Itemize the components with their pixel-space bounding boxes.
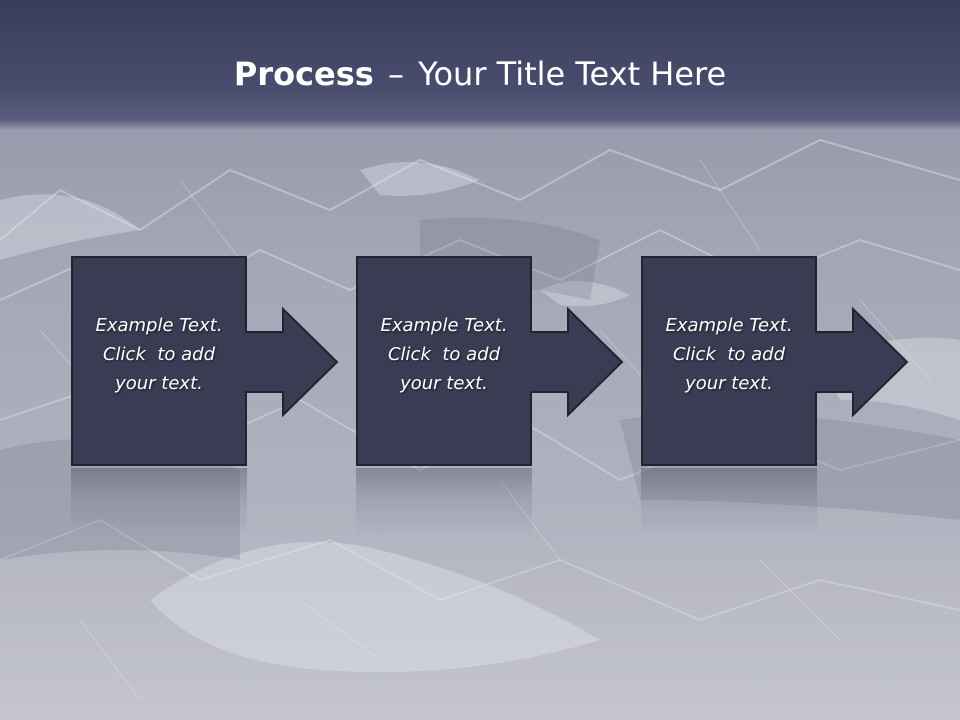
- process-step-2[interactable]: Example Text. Click to add your text.: [356, 256, 624, 466]
- step-1-line-2: Click to add: [102, 344, 215, 365]
- step-1-line-1: Example Text.: [95, 315, 223, 336]
- process-arrow-shape-3: [641, 256, 909, 466]
- step-2-line-3: your text.: [400, 373, 488, 394]
- process-arrow-shape-2: [356, 256, 624, 466]
- process-step-1[interactable]: Example Text. Click to add your text.: [71, 256, 339, 466]
- process-arrow-shape-1: [71, 256, 339, 466]
- step-1-text[interactable]: Example Text. Click to add your text.: [71, 311, 247, 398]
- step-2-line-2: Click to add: [387, 344, 500, 365]
- title-bold-part: Process: [233, 55, 374, 93]
- title-rest: Your Title Text Here: [418, 55, 727, 93]
- step-2-text[interactable]: Example Text. Click to add your text.: [356, 311, 532, 398]
- step-2-line-1: Example Text.: [380, 315, 508, 336]
- step-1-line-3: your text.: [115, 373, 203, 394]
- step-3-line-3: your text.: [685, 373, 773, 394]
- step-3-reflection: [641, 468, 817, 538]
- step-3-line-1: Example Text.: [665, 315, 793, 336]
- step-2-reflection: [356, 468, 532, 538]
- step-3-line-2: Click to add: [672, 344, 785, 365]
- slide-title[interactable]: Process – Your Title Text Here: [0, 54, 960, 94]
- process-step-3[interactable]: Example Text. Click to add your text.: [641, 256, 909, 466]
- title-separator: –: [387, 55, 404, 93]
- step-1-reflection: [71, 468, 247, 538]
- step-3-text[interactable]: Example Text. Click to add your text.: [641, 311, 817, 398]
- title-band: [0, 0, 960, 130]
